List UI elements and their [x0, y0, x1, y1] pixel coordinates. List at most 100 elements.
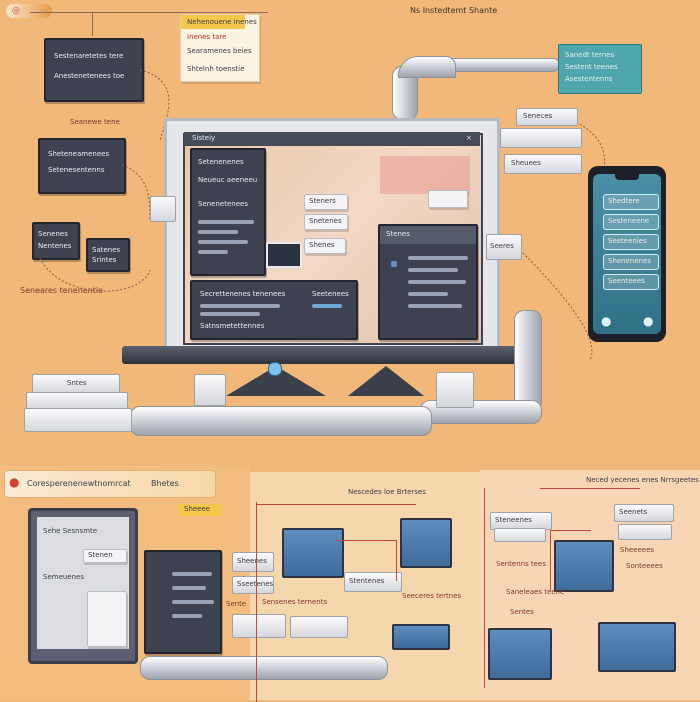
bottom-right-wire-1 — [484, 488, 486, 688]
monitor-bottom-bar-2 — [312, 304, 342, 308]
monitor-title: Sisteiy — [192, 134, 216, 142]
phone-button-left[interactable]: ● — [601, 314, 612, 328]
monitor-bottom-bar-1 — [200, 304, 280, 308]
left-card-4-line-2: Srintes — [92, 256, 117, 264]
left-card-4[interactable]: Satenes Srintes — [86, 238, 130, 272]
bottom-banner-title: Coresperenenewtnomrcat — [27, 479, 131, 488]
monitor-mini-tile-2[interactable]: Snetenes — [304, 214, 348, 230]
bottom-center-annotation-1: Sensenes ternents — [262, 598, 328, 606]
phone-row-4[interactable]: Shenenenes — [603, 254, 659, 270]
monitor-right-bar-5 — [408, 304, 462, 308]
monitor-left-bar-1 — [198, 220, 254, 224]
monitor-left-bar-4 — [198, 250, 228, 254]
bottom-right-block-4 — [618, 524, 672, 540]
bottom-left-device[interactable]: Sehe Sesnsmte Stenen Semeuenes — [28, 508, 138, 664]
phone-row-2[interactable]: Sesteneene — [603, 214, 659, 230]
bottom-banner-tag: Bhetes — [151, 479, 179, 488]
top-right-card[interactable]: Sanedt ternes Sestent teenes Asestentenn… — [558, 44, 642, 94]
sticky-highlight — [181, 15, 245, 29]
left-card-1[interactable]: Sestenaretetes tere Anestenetenees toe — [44, 38, 144, 102]
left-annotation-1: Seanewe tene — [70, 118, 120, 126]
bottom-center-block-2[interactable]: Sseetenes — [232, 576, 274, 594]
bottom-left-tower-bar-1 — [172, 572, 212, 576]
bottom-pipe — [140, 656, 388, 680]
phone-row-3-label: Seeteenies — [608, 237, 647, 245]
phone-row-5[interactable]: Seenteees — [603, 274, 659, 290]
sticky-line-2: Inenes tare — [187, 33, 227, 41]
bottom-center-block-1[interactable]: Sheenes — [232, 552, 274, 572]
left-card-2-line-1: Sheteneamenees — [48, 150, 110, 158]
bottom-center-block-2-label: Sseetenes — [237, 580, 274, 588]
bottom-right-annotation-4: Sonteeees — [626, 562, 663, 570]
bottom-center-monitor-3[interactable] — [392, 624, 450, 650]
bottom-center-block-5 — [290, 616, 348, 638]
left-card-1-line-1: Sestenaretetes tere — [54, 52, 124, 60]
bottom-right-block-2-label: Seenets — [619, 508, 648, 516]
phone-row-1[interactable]: Shedtere — [603, 194, 659, 210]
left-card-4-line-1: Satenes — [92, 246, 121, 254]
bottom-left-device-line-2: Stenen — [88, 551, 113, 559]
side-block-4-label: Seeres — [490, 242, 514, 250]
close-icon[interactable]: × — [466, 134, 472, 142]
phone-row-1-label: Shedtere — [608, 197, 640, 205]
phone-row-2-label: Sesteneene — [608, 217, 650, 225]
monitor-mini-tile-3-label: Shenes — [309, 241, 335, 249]
monitor-mini-tile-1-label: Steners — [309, 197, 336, 205]
monitor-thumbnail[interactable] — [266, 242, 302, 268]
bottom-left-tower[interactable] — [144, 550, 222, 654]
bottom-center-block-4 — [232, 614, 286, 638]
monitor-left-line-1: Setenenenes — [198, 158, 244, 166]
monitor-mini-tile-3[interactable]: Shenes — [304, 238, 346, 254]
bottom-banner: ● Coresperenenewtnomrcat Bhetes — [4, 470, 216, 498]
left-card-1-line-2: Anestenetenees toe — [54, 72, 125, 80]
monitor-left-panel[interactable]: Setenenenes Neueuc aeeneeu Senenetenees — [190, 148, 266, 276]
bottom-left-device-card[interactable] — [87, 591, 127, 647]
phone-device[interactable]: Shedtere Sesteneene Seeteenies Shenenene… — [588, 166, 666, 342]
side-block-1: Seneces — [516, 108, 578, 126]
phone-notch — [615, 174, 639, 180]
monitor-bottom-panel[interactable]: Secrettenenes tenenees Seetenees Satnsme… — [190, 280, 358, 340]
left-card-2[interactable]: Sheteneamenees Setenesentenns — [38, 138, 126, 194]
bottom-right-block-1-label: Steneenes — [495, 516, 532, 524]
bottom-right-annotation-5: Sentes — [510, 608, 534, 616]
bottom-right-wire-3 — [550, 530, 591, 591]
stand-block-left — [194, 374, 226, 406]
monitor-right-bar-1 — [408, 256, 468, 260]
bottom-center-block-3[interactable]: Stentenes — [344, 572, 402, 592]
top-frame-drop — [92, 12, 93, 36]
monitor-overlay-box — [428, 190, 468, 208]
phone-row-4-label: Shenenenes — [608, 257, 652, 265]
bottom-right-block-2[interactable]: Seenets — [614, 504, 674, 522]
bottom-right-monitor-1[interactable] — [554, 540, 614, 592]
monitor-right-bar-3 — [408, 280, 466, 284]
monitor-mini-tile-1[interactable]: Steners — [304, 194, 348, 210]
bottom-left-tower-bar-2 — [172, 586, 206, 590]
bottom-right-annotation-3: Sheeeees — [620, 546, 655, 554]
monitor-right-dot[interactable] — [390, 260, 398, 268]
monitor-left-line-2: Neueuc aeeneeu — [198, 176, 258, 184]
phone-button-right[interactable]: ● — [643, 314, 654, 328]
bottom-banner-sub: Sheeee — [178, 504, 222, 516]
bottom-center-monitor-2[interactable] — [400, 518, 452, 568]
side-block-3-label: Sheuees — [511, 159, 541, 167]
bottom-right-monitor-3[interactable] — [598, 622, 676, 672]
bottom-right-monitor-2[interactable] — [488, 628, 552, 680]
right-pipe-vertical — [514, 310, 542, 412]
monitor-left-bar-3 — [198, 240, 248, 244]
monitor-mini-tile-2-label: Snetenes — [309, 217, 342, 225]
monitor-right-panel[interactable]: Stenes — [378, 224, 478, 340]
bottom-center-monitor-1[interactable] — [282, 528, 344, 578]
side-block-2 — [500, 128, 582, 148]
top-right-card-line-2: Sestent teenes — [565, 63, 618, 71]
bottom-banner-sub-label: Sheeee — [184, 505, 211, 513]
bottom-center-wire-3 — [336, 540, 397, 581]
bottom-left-device-row[interactable]: Stenen — [83, 549, 127, 563]
phone-row-3[interactable]: Seeteenies — [603, 234, 659, 250]
bottom-right-annotation-2: Saneleaes teene — [506, 588, 565, 596]
left-card-2-line-2: Setenesentenns — [48, 166, 105, 174]
monitor-right-bar-2 — [408, 268, 458, 272]
left-card-3[interactable]: Senenes Nentenes — [32, 222, 80, 260]
monitor-bottom-line-2: Seetenees — [312, 290, 349, 298]
top-frame-line — [30, 12, 268, 13]
left-stack-block-1: Sntes — [32, 374, 120, 394]
